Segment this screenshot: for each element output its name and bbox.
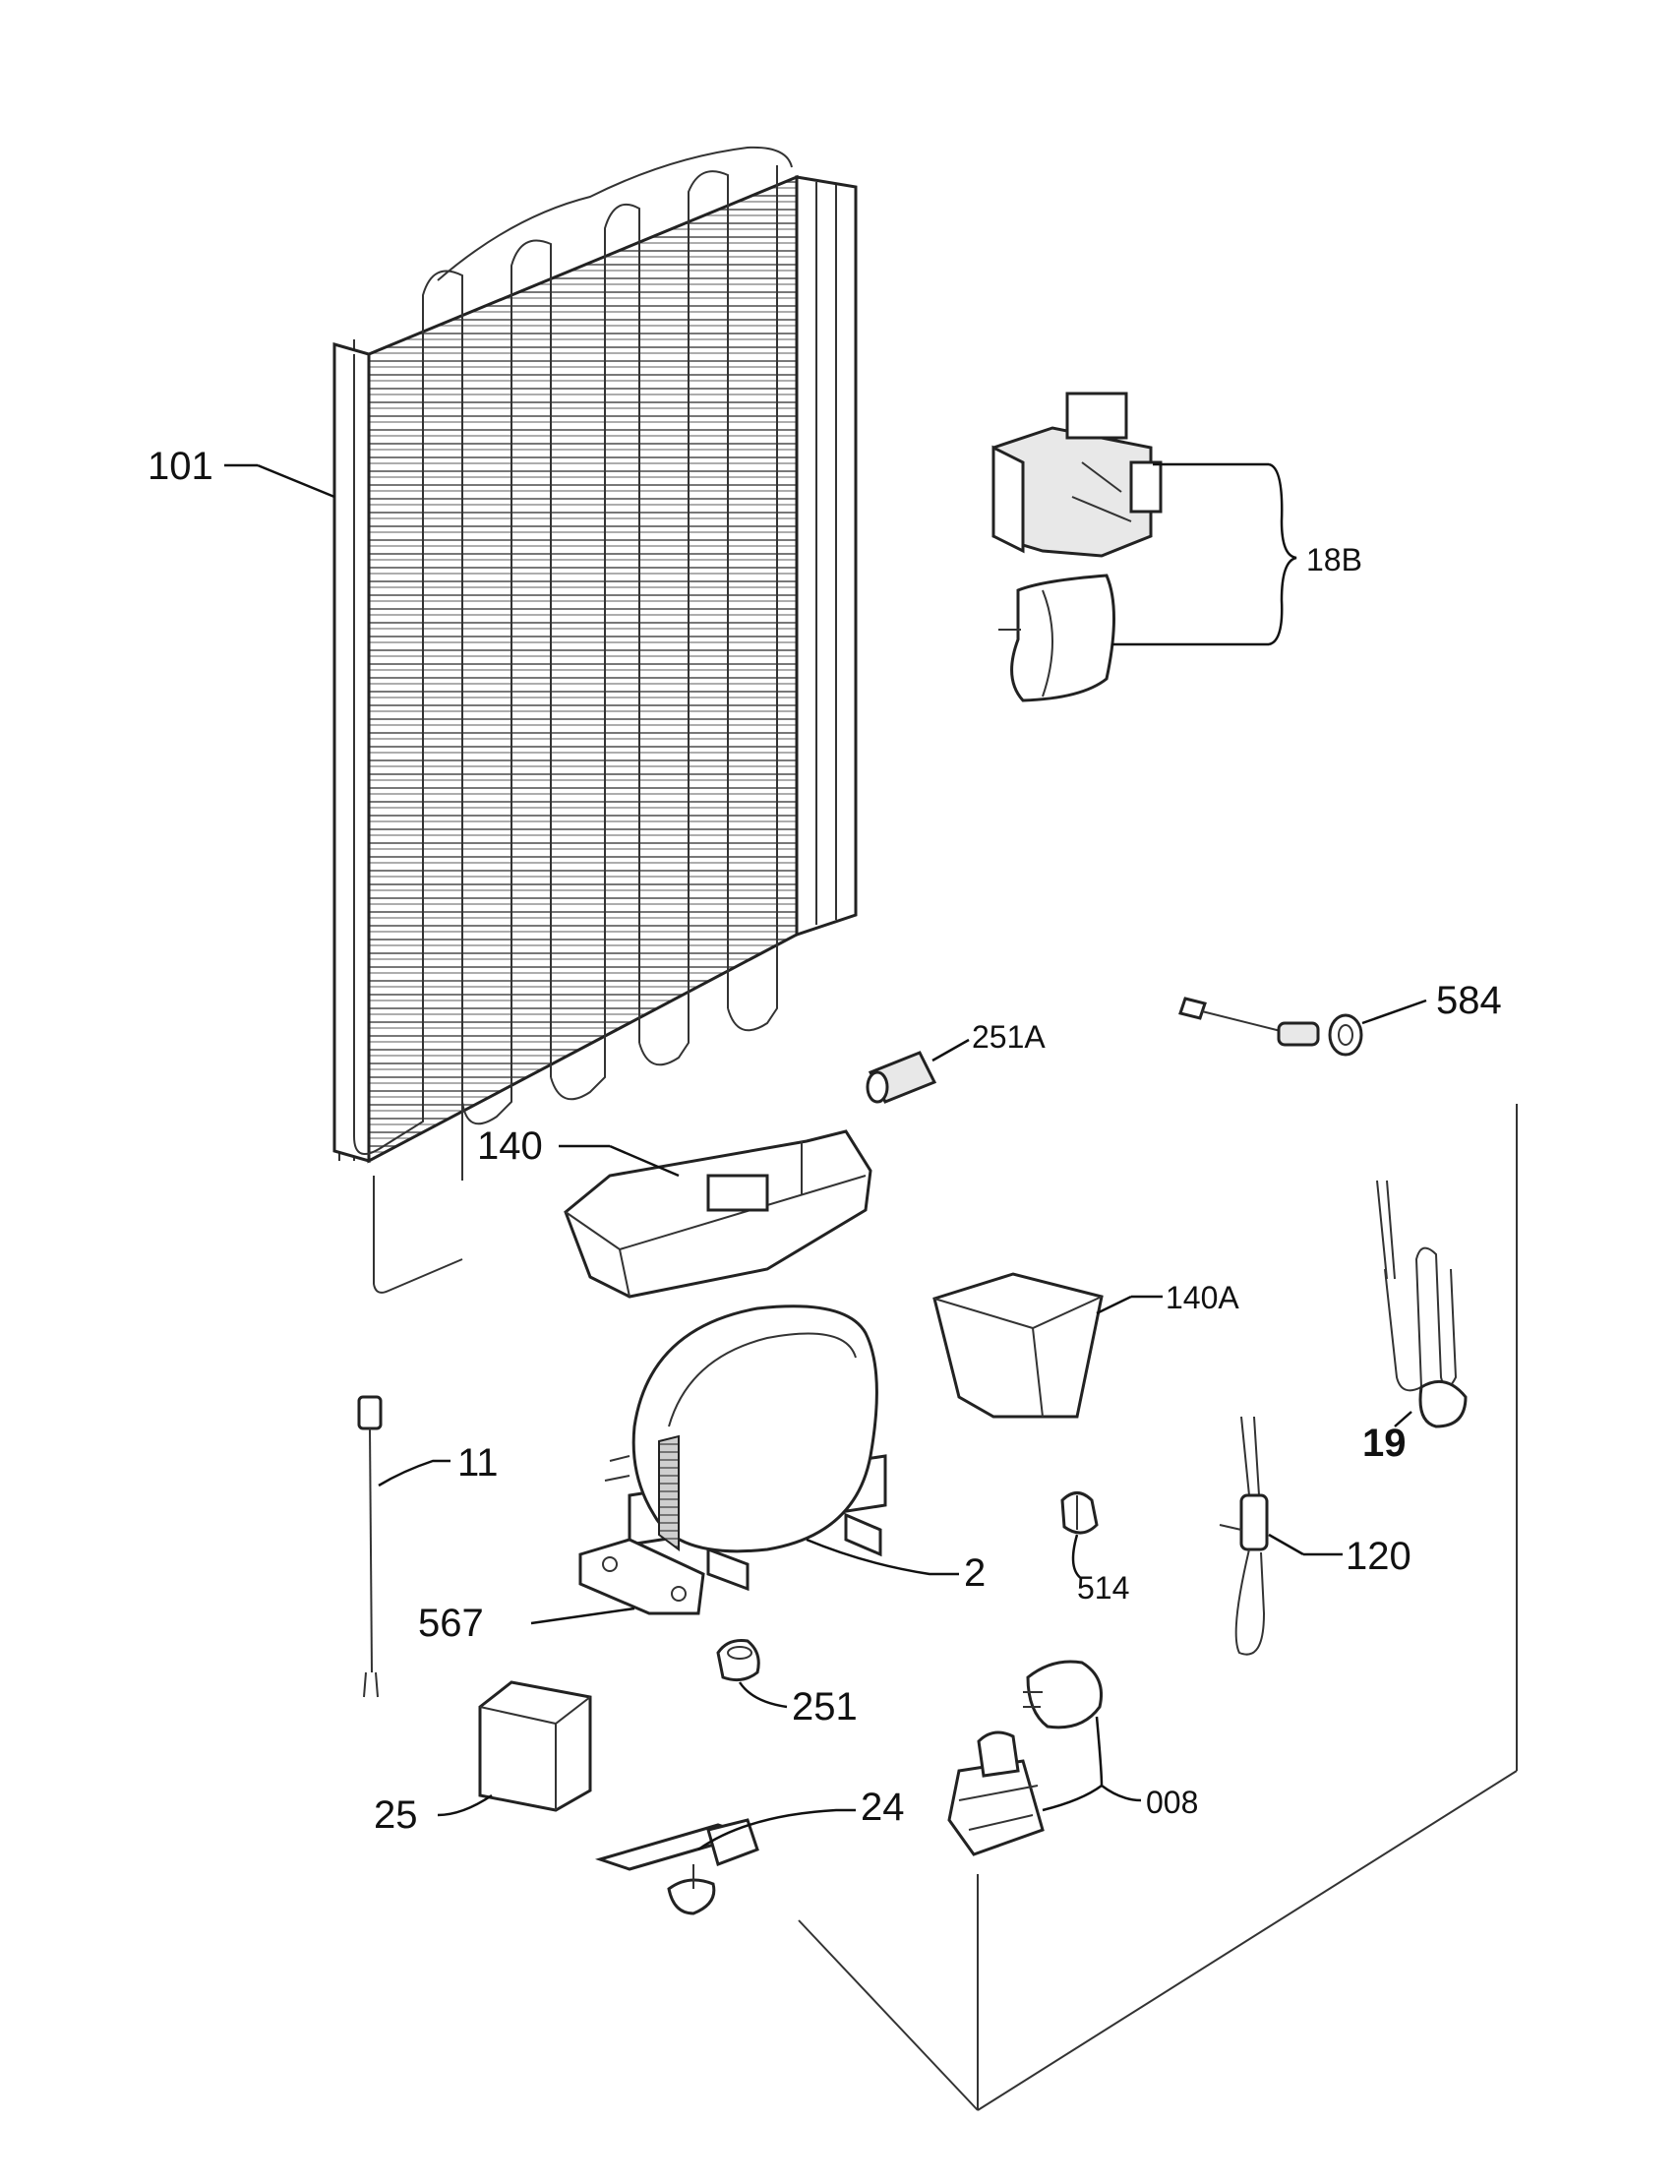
part-251a: 251A: [866, 1019, 1046, 1104]
label-25: 25: [374, 1793, 418, 1837]
label-514: 514: [1077, 1570, 1129, 1606]
compressor: 2: [604, 1304, 986, 1595]
capacitor-box: 25: [374, 1680, 592, 1837]
thermostat-knob: [998, 574, 1115, 702]
heater-wire: 19: [1362, 1180, 1468, 1465]
label-18b: 18B: [1306, 542, 1362, 577]
drip-tray: 140: [477, 1124, 872, 1299]
part-584-cable: 584: [1178, 979, 1502, 1057]
cabinet-outline: [798, 1104, 1518, 2111]
label-008: 008: [1146, 1785, 1198, 1820]
label-251: 251: [792, 1685, 858, 1729]
label-008-group: 008: [1042, 1716, 1198, 1820]
overload-protector: [1023, 1660, 1103, 1729]
label-251a: 251A: [972, 1019, 1046, 1055]
label-567: 567: [418, 1602, 484, 1645]
evaporation-tray: 140A: [932, 1272, 1239, 1419]
label-2: 2: [964, 1551, 986, 1595]
label-24: 24: [861, 1786, 905, 1829]
label-101-group: 101: [148, 445, 335, 499]
grommet-251: 251: [716, 1639, 858, 1729]
label-18b-group: 18B: [1111, 462, 1362, 646]
label-140: 140: [477, 1124, 543, 1168]
label-101: 101: [148, 445, 213, 488]
label-140a: 140A: [1166, 1280, 1239, 1315]
relay-assembly-008: [947, 1730, 1045, 1856]
label-120: 120: [1346, 1535, 1411, 1578]
label-19: 19: [1362, 1422, 1407, 1465]
label-584: 584: [1436, 979, 1502, 1022]
sensor-probe: 11: [357, 1395, 499, 1698]
thermostat-assembly: [991, 392, 1163, 558]
start-relay: 24: [594, 1786, 905, 1915]
thermal-fuse: 120: [1219, 1416, 1411, 1656]
label-11: 11: [457, 1441, 499, 1485]
condenser: [332, 146, 858, 1294]
grommet-514: 514: [1060, 1491, 1129, 1606]
mounting-plate: 567: [418, 1538, 705, 1645]
